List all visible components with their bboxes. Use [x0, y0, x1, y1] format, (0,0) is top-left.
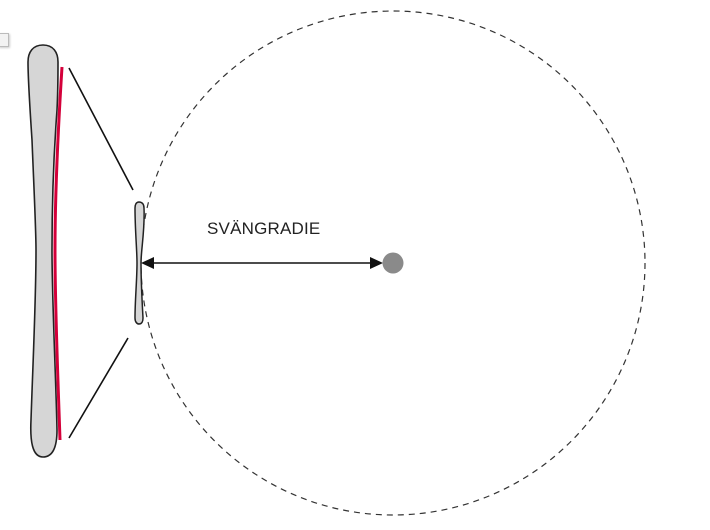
large-ski [27, 44, 59, 458]
sidecut-edge-red [53, 66, 64, 441]
projection-line-top [68, 67, 134, 191]
projection-line-bottom [68, 337, 129, 439]
small-ski [134, 201, 145, 325]
center-point [382, 252, 404, 274]
turn-radius-label: SVÄNGRADIE [207, 219, 321, 238]
resize-handle[interactable] [0, 33, 9, 47]
turn-circle [140, 10, 646, 516]
arrowhead-right [370, 257, 383, 269]
arrowhead-left [141, 257, 154, 269]
